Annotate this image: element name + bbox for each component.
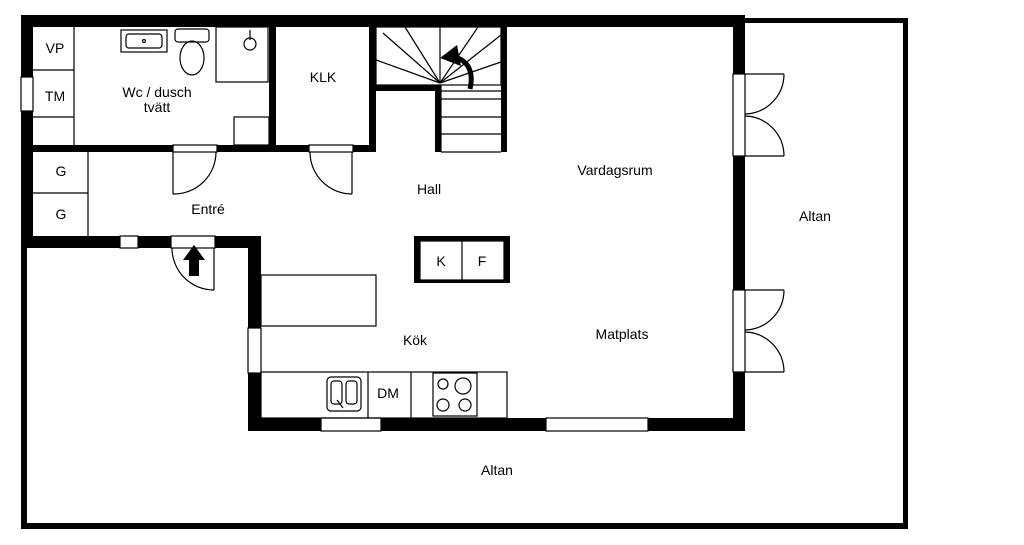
left-closets — [33, 27, 89, 236]
label-vp: VP — [46, 40, 65, 56]
kitchen-counter — [260, 371, 508, 419]
label-hall: Hall — [417, 181, 441, 197]
label-altan-right: Altan — [799, 208, 831, 224]
label-klk: KLK — [310, 69, 337, 85]
staircase — [375, 26, 502, 153]
label-altan-bottom: Altan — [481, 462, 513, 478]
altan-right-outline — [742, 18, 908, 529]
label-k: K — [436, 253, 446, 269]
label-wc-line1: Wc / dusch — [122, 84, 191, 100]
label-g2: G — [56, 206, 67, 222]
label-kok: Kök — [403, 332, 428, 348]
fridge-freezer — [414, 236, 510, 283]
bathroom-fixtures — [120, 26, 270, 146]
kitchen-island — [260, 274, 377, 327]
label-wc-line2: tvätt — [144, 99, 171, 115]
label-tm: TM — [45, 88, 65, 104]
label-entre: Entré — [191, 201, 225, 217]
doors — [170, 73, 785, 373]
altan-bottom-outline — [21, 246, 908, 529]
label-dm: DM — [377, 385, 399, 401]
windows — [20, 73, 746, 432]
label-matplats: Matplats — [596, 326, 649, 342]
label-vardagsrum: Vardagsrum — [577, 162, 652, 178]
arrow-up-icon — [183, 245, 205, 276]
label-f: F — [478, 253, 487, 269]
curved-arrow-icon — [440, 45, 474, 90]
label-g1: G — [56, 163, 67, 179]
